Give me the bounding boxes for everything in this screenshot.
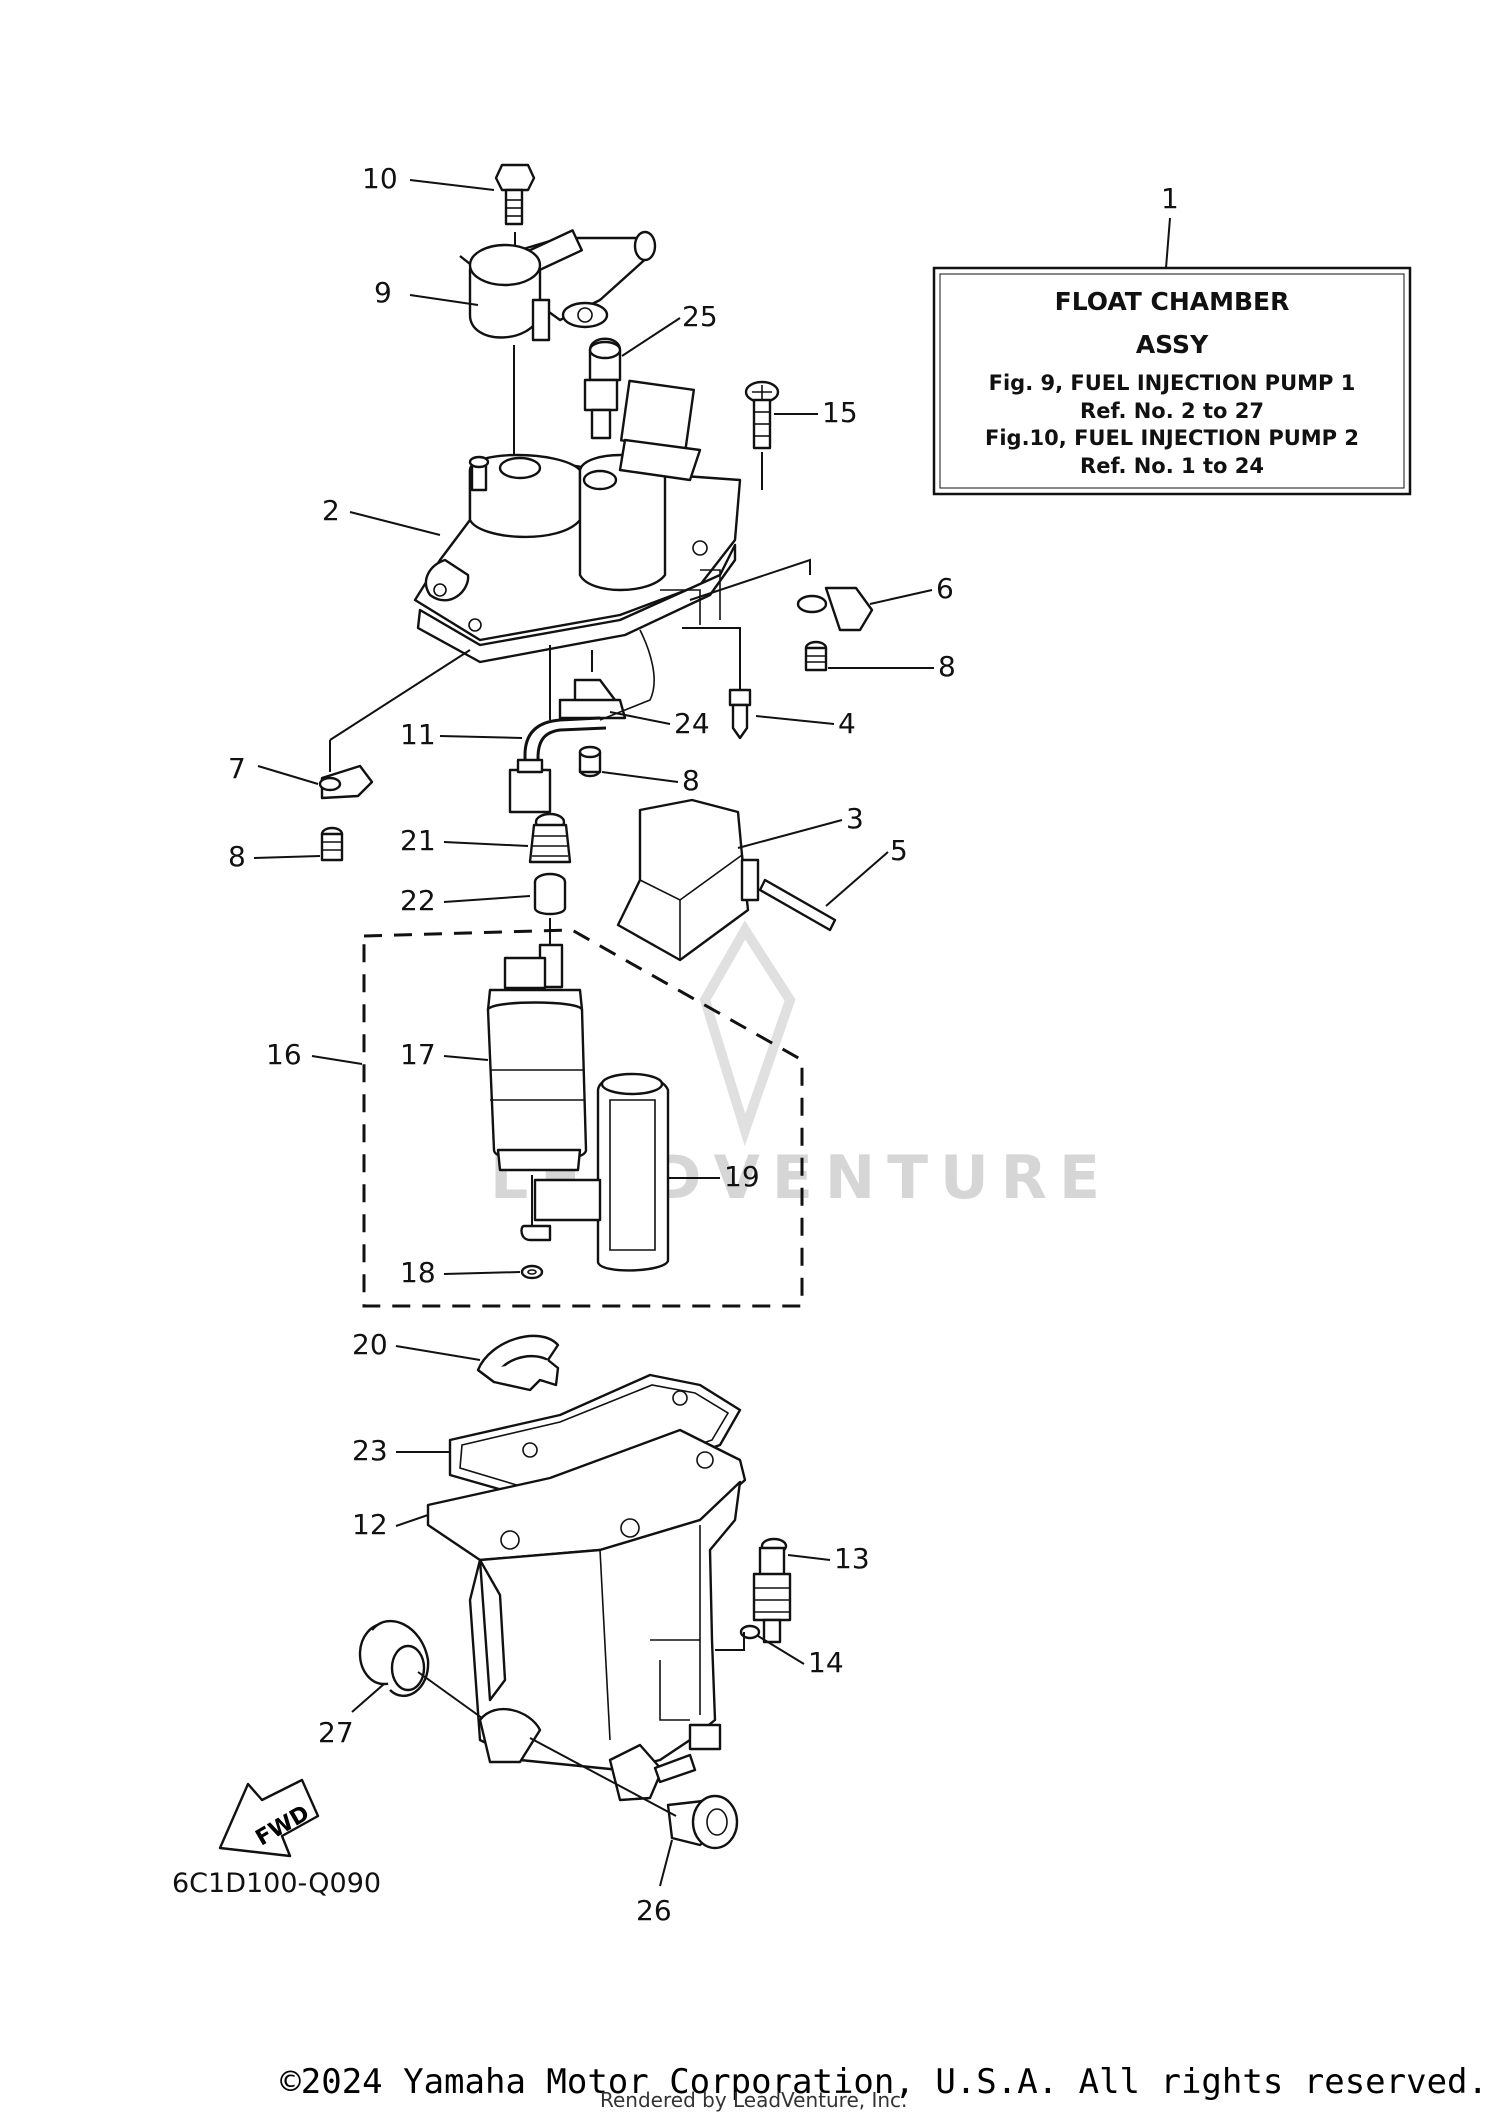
part-18-hook: [520, 1224, 552, 1242]
callout-3[interactable]: 3: [846, 802, 864, 835]
callout-8a[interactable]: 8: [938, 650, 956, 683]
part-24-clamp[interactable]: [558, 629, 655, 721]
part-26-plug[interactable]: [666, 1794, 739, 1850]
part-17-pump[interactable]: [486, 943, 588, 1172]
part-16-boundary: [362, 928, 804, 1308]
callout-21[interactable]: 21: [400, 824, 436, 857]
callout-24[interactable]: 24: [674, 707, 710, 740]
info-box: 1 FLOAT CHAMBER ASSY Fig. 9, FUEL INJECT…: [932, 182, 1412, 496]
part-21-filter[interactable]: [528, 812, 572, 864]
callout-10[interactable]: 10: [362, 162, 398, 195]
part-13-drain-screw[interactable]: [752, 1537, 792, 1644]
info-ref-1: Fig. 9, FUEL INJECTION PUMP 1: [989, 371, 1356, 395]
part-3-cover[interactable]: [616, 798, 760, 962]
info-ref-2: Ref. No. 2 to 27: [1080, 399, 1264, 423]
callout-2[interactable]: 2: [322, 494, 340, 527]
part-8-screw-b[interactable]: [578, 745, 602, 778]
callout-16[interactable]: 16: [266, 1038, 302, 1071]
part-18-clip[interactable]: [520, 1264, 544, 1280]
part-22-grommet[interactable]: [533, 872, 567, 916]
callout-8b[interactable]: 8: [682, 764, 700, 797]
part-23-gasket[interactable]: [448, 1373, 742, 1497]
part-15-screw[interactable]: [744, 380, 780, 450]
callout-12[interactable]: 12: [352, 1508, 388, 1541]
part-8-screw-c[interactable]: [320, 826, 344, 862]
info-ref-4: Ref. No. 1 to 24: [1080, 454, 1264, 478]
part-7-bracket[interactable]: [318, 764, 374, 800]
callout-17[interactable]: 17: [400, 1038, 436, 1071]
callout-22[interactable]: 22: [400, 884, 436, 917]
part-14-oring[interactable]: [739, 1624, 761, 1640]
callout-7[interactable]: 7: [228, 752, 246, 785]
part-11-harness[interactable]: [508, 716, 607, 814]
info-title-1: FLOAT CHAMBER: [1055, 287, 1290, 316]
part-9-regulator[interactable]: [459, 229, 657, 342]
callout-25[interactable]: 25: [682, 300, 718, 333]
part-25-nozzle[interactable]: [583, 337, 622, 440]
callout-14[interactable]: 14: [808, 1646, 844, 1679]
callout-27[interactable]: 27: [318, 1716, 354, 1749]
callout-8c[interactable]: 8: [228, 840, 246, 873]
part-20-retainer[interactable]: [476, 1334, 560, 1392]
callout-26[interactable]: 26: [636, 1894, 672, 1927]
part-10-bolt[interactable]: [494, 163, 536, 226]
part-5-pin[interactable]: [758, 878, 837, 932]
fwd-arrow-icon: FWD: [218, 1778, 320, 1858]
callout-4[interactable]: 4: [838, 707, 856, 740]
callout-9[interactable]: 9: [374, 276, 392, 309]
part-4-needle[interactable]: [728, 688, 752, 740]
copyright-notice: ©2024 Yamaha Motor Corporation, U.S.A. A…: [280, 2062, 1488, 2102]
callout-5[interactable]: 5: [890, 834, 908, 867]
callout-20[interactable]: 20: [352, 1328, 388, 1361]
callout-6[interactable]: 6: [936, 572, 954, 605]
part-2-cover[interactable]: [413, 379, 742, 664]
callout-11[interactable]: 11: [400, 718, 436, 751]
part-6-clip[interactable]: [796, 586, 874, 632]
callout-23[interactable]: 23: [352, 1434, 388, 1467]
callout-18[interactable]: 18: [400, 1256, 436, 1289]
part-12-chamber[interactable]: [426, 1390, 747, 1802]
callout-15[interactable]: 15: [822, 396, 858, 429]
callout-19[interactable]: 19: [724, 1160, 760, 1193]
diagram-code: 6C1D100-Q090: [172, 1868, 381, 1899]
part-8-screw-a[interactable]: [804, 640, 828, 672]
callout-13[interactable]: 13: [834, 1542, 870, 1575]
info-ref-3: Fig.10, FUEL INJECTION PUMP 2: [985, 426, 1359, 450]
part-19-strainer[interactable]: [533, 1072, 670, 1272]
part-27-grommet[interactable]: [358, 1619, 430, 1697]
callout-1[interactable]: 1: [1161, 182, 1179, 215]
info-title-2: ASSY: [1136, 330, 1209, 359]
rendered-by-credit: Rendered by LeadVenture, Inc.: [600, 2088, 908, 2112]
